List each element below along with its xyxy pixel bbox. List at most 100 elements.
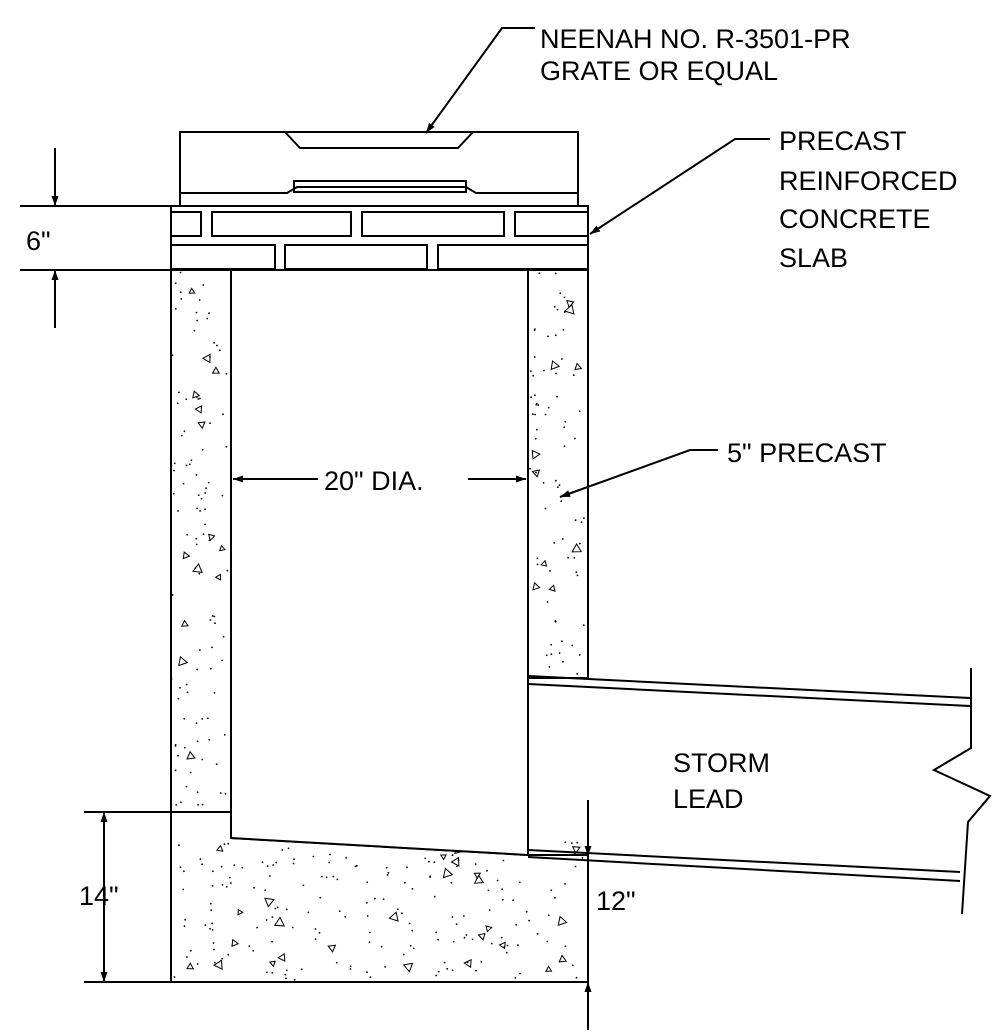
concrete-aggregate-dot xyxy=(216,344,218,347)
concrete-aggregate-dot xyxy=(171,354,174,356)
storm-lead-label-line1: STORM xyxy=(673,748,770,778)
concrete-aggregate-dot xyxy=(265,919,268,921)
concrete-aggregate-triangle xyxy=(231,938,240,948)
concrete-aggregate-dot xyxy=(562,329,565,331)
concrete-aggregate-triangle xyxy=(237,908,244,916)
concrete-aggregate-dot xyxy=(180,298,183,300)
break-line xyxy=(931,668,992,915)
concrete-aggregate-dot xyxy=(214,622,216,625)
concrete-aggregate-dot xyxy=(302,884,305,887)
concrete-aggregate-triangle xyxy=(211,366,221,374)
concrete-aggregate-dot xyxy=(183,746,186,749)
concrete-aggregate-dot xyxy=(424,857,427,860)
precast-slab xyxy=(170,205,589,271)
concrete-aggregate-dot xyxy=(196,668,199,671)
concrete-aggregate-dot xyxy=(554,479,557,482)
concrete-aggregate-dot xyxy=(174,769,177,772)
concrete-aggregate-dot xyxy=(209,619,212,621)
concrete-aggregate-dot xyxy=(292,862,295,865)
concrete-aggregate-dot xyxy=(501,888,504,890)
concrete-aggregate-triangle xyxy=(566,299,575,309)
concrete-aggregate-dot xyxy=(174,745,177,747)
concrete-aggregate-dot xyxy=(542,482,545,484)
left-wall xyxy=(170,269,232,813)
concrete-aggregate-triangle xyxy=(531,449,541,460)
concrete-aggregate-dot xyxy=(554,620,557,623)
concrete-aggregate-dot xyxy=(189,949,192,952)
concrete-aggregate-dot xyxy=(544,413,547,416)
concrete-aggregate-dot xyxy=(207,481,210,484)
concrete-aggregate-dot xyxy=(543,369,545,372)
concrete-aggregate-dot xyxy=(406,866,408,869)
concrete-aggregate-dot xyxy=(195,537,198,540)
concrete-aggregate-dot xyxy=(252,949,255,952)
concrete-aggregate-triangle xyxy=(186,750,196,760)
concrete-aggregate-dot xyxy=(574,865,577,868)
concrete-aggregate-dot xyxy=(329,853,331,856)
concrete-aggregate-dot xyxy=(536,557,539,560)
concrete-aggregate-dot xyxy=(402,953,405,956)
concrete-aggregate-dot xyxy=(529,370,532,372)
concrete-aggregate-dot xyxy=(209,902,212,905)
concrete-aggregate-dot xyxy=(271,916,274,918)
concrete-aggregate-dot xyxy=(271,972,274,974)
concrete-aggregate-dot xyxy=(200,497,203,500)
concrete-aggregate-dot xyxy=(212,870,214,873)
concrete-aggregate-dot xyxy=(179,686,181,689)
concrete-aggregate-dot xyxy=(517,944,519,946)
concrete-aggregate-dot xyxy=(567,556,570,559)
concrete-aggregate-dot xyxy=(209,927,211,930)
concrete-aggregate-triangle xyxy=(574,362,583,371)
concrete-aggregate-dot xyxy=(179,291,182,293)
concrete-aggregate-dot xyxy=(550,889,553,892)
concrete-aggregate-dot xyxy=(535,403,538,406)
base-dimension-label: 14" xyxy=(79,881,119,911)
concrete-aggregate-dot xyxy=(397,908,399,911)
concrete-aggregate-dot xyxy=(266,971,268,974)
concrete-aggregate-dot xyxy=(199,510,202,512)
concrete-aggregate-dot xyxy=(537,404,540,406)
concrete-aggregate-dot xyxy=(222,413,224,416)
concrete-aggregate-dot xyxy=(170,678,173,680)
concrete-aggregate-dot xyxy=(177,697,180,700)
concrete-aggregate-dot xyxy=(401,912,403,914)
concrete-aggregate-dot xyxy=(562,660,564,663)
concrete-aggregate-dot xyxy=(272,864,275,866)
concrete-aggregate-dot xyxy=(435,974,438,977)
concrete-aggregate-dot xyxy=(233,864,236,866)
concrete-aggregate-dot xyxy=(575,976,578,979)
concrete-aggregate-dot xyxy=(213,692,216,694)
concrete-aggregate-dot xyxy=(547,335,549,338)
concrete-aggregate-dot xyxy=(177,754,179,757)
concrete-aggregate-triangle xyxy=(558,954,568,963)
concrete-aggregate-triangle xyxy=(540,559,548,567)
concrete-aggregate-dot xyxy=(241,866,244,869)
concrete-aggregate-dot xyxy=(225,886,228,888)
concrete-aggregate-dot xyxy=(559,292,562,295)
concrete-aggregate-dot xyxy=(463,915,465,917)
concrete-aggregate-dot xyxy=(574,437,576,440)
concrete-aggregate-dot xyxy=(546,940,549,943)
concrete-aggregate-dot xyxy=(535,471,537,474)
concrete-aggregate-dot xyxy=(534,394,536,397)
concrete-aggregate-triangle xyxy=(557,915,568,927)
concrete-aggregate-dot xyxy=(202,533,205,535)
concrete-aggregate-dot xyxy=(183,717,186,720)
concrete-aggregate-dot xyxy=(184,918,187,921)
concrete-aggregate-dot xyxy=(525,910,528,913)
concrete-aggregate-triangle xyxy=(550,360,561,371)
concrete-aggregate-dot xyxy=(312,855,315,858)
right-wall xyxy=(527,269,589,679)
concrete-aggregate-triangle xyxy=(218,544,226,552)
concrete-aggregate-dot xyxy=(570,842,573,844)
concrete-aggregate-dot xyxy=(384,966,386,968)
concrete-aggregate-dot xyxy=(284,973,287,976)
concrete-aggregate-dot xyxy=(433,861,436,864)
concrete-aggregate-dot xyxy=(204,492,207,494)
concrete-aggregate-dot xyxy=(561,640,563,642)
concrete-aggregate-dot xyxy=(529,467,531,470)
concrete-aggregate-dot xyxy=(171,594,174,596)
concrete-aggregate-dot xyxy=(465,934,468,936)
concrete-aggregate-dot xyxy=(490,942,493,945)
concrete-aggregate-dot xyxy=(196,963,199,965)
